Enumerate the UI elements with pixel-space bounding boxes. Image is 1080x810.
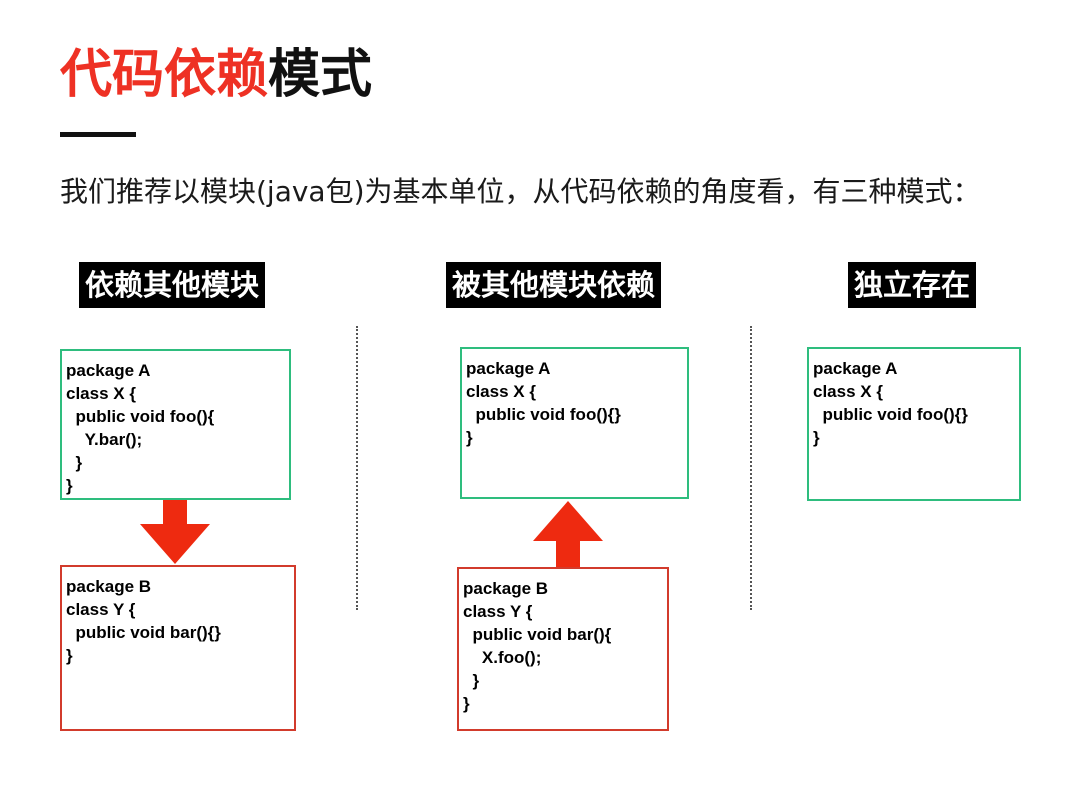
code-line: package A [813, 359, 898, 378]
code-line: } [66, 476, 73, 495]
col1-package-b-box: package B class Y { public void bar(){}} [60, 565, 296, 731]
subtitle: 我们推荐以模块(java包)为基本单位，从代码依赖的角度看，有三种模式： [60, 175, 981, 208]
code-line: public void foo(){} [813, 405, 968, 424]
title-accent: 代码依赖 [60, 45, 269, 105]
code-line: class X { [813, 382, 883, 401]
code-line: public void foo(){ [66, 407, 215, 426]
col1-package-a-box: package A class X { public void foo(){ Y.… [60, 349, 291, 500]
title-underline [60, 132, 136, 137]
title-rest: 模式 [268, 45, 373, 105]
col3-package-a-box: package A class X { public void foo(){}} [807, 347, 1021, 501]
col2-package-a-box: package A class X { public void foo(){}} [460, 347, 689, 499]
code-line: } [66, 646, 73, 665]
code-line: class X { [66, 384, 136, 403]
code-line: public void bar(){} [66, 623, 221, 642]
code-line: public void foo(){} [466, 405, 621, 424]
code-line: package B [66, 577, 152, 596]
code-line: } [466, 428, 473, 447]
code-line: } [463, 671, 480, 690]
code-line: public void bar(){ [463, 625, 612, 644]
code-line: package B [463, 579, 549, 598]
code-line: Y.bar(); [66, 430, 143, 449]
code-line: class X { [466, 382, 536, 401]
page-title: 代码依赖模式 [60, 40, 372, 110]
code-line: class Y { [66, 600, 136, 619]
code-line: class Y { [463, 602, 533, 621]
code-line: package A [66, 361, 151, 380]
code-line: } [463, 694, 470, 713]
label-depended-by-others: 被其他模块依赖 [446, 262, 662, 308]
code-line: package A [466, 359, 551, 378]
column-separator-1 [356, 326, 358, 610]
label-depends-on-others: 依赖其他模块 [79, 262, 266, 308]
code-line: X.foo(); [463, 648, 542, 667]
code-line: } [813, 428, 820, 447]
column-separator-2 [750, 326, 752, 610]
code-line: } [66, 453, 83, 472]
col1-down-arrow [140, 500, 210, 564]
col2-package-b-box: package B class Y { public void bar(){ X.… [457, 567, 669, 731]
label-independent: 独立存在 [848, 262, 977, 308]
col2-up-arrow [533, 501, 603, 567]
